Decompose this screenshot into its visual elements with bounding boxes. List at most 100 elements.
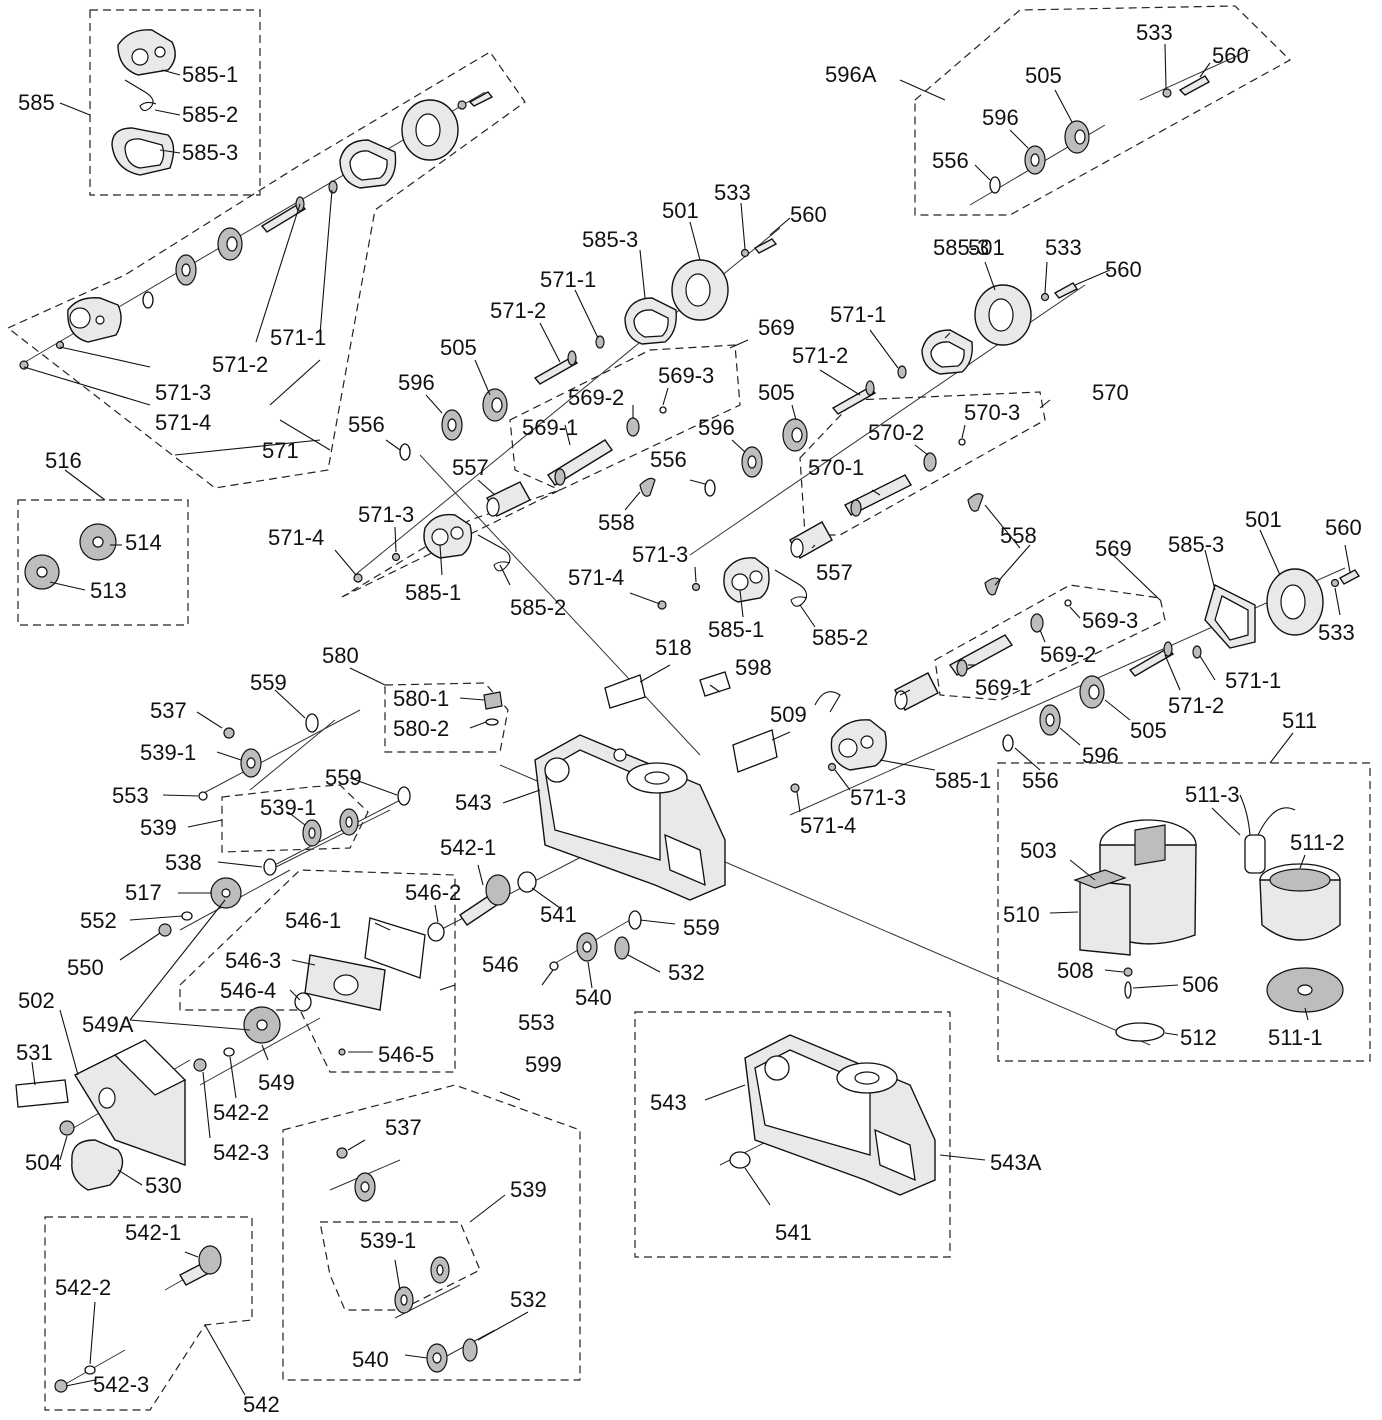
hub-505-596a-part <box>1064 120 1090 154</box>
cover-585-3-mid-part <box>921 329 973 375</box>
callout-546-3: 546-3 <box>225 948 281 973</box>
shaft-571-2-upper-left-part <box>260 202 307 233</box>
group-599-box <box>282 1084 581 1381</box>
group-516-box <box>17 499 189 626</box>
sticker-531-part <box>15 1079 69 1108</box>
callout-580-2: 580-2 <box>393 716 449 741</box>
group-580-box <box>384 682 509 753</box>
callout-580-1: 580-1 <box>393 686 449 711</box>
callout-596-ml: 596 <box>398 370 435 395</box>
callout-569-lower: 569 <box>1095 536 1132 561</box>
shaft-571-2-mid-left-part <box>533 356 579 385</box>
circlip-559-lower-part <box>628 910 642 930</box>
key-537-599-part <box>336 1147 348 1159</box>
callout-571-4-ul: 571-4 <box>155 410 211 435</box>
oring-512-part <box>1115 1022 1165 1042</box>
callout-549a: 549A <box>82 1012 134 1037</box>
callout-571-1-a: 571-1 <box>540 267 596 292</box>
callout-546: 546 <box>482 952 519 977</box>
clip-569-3-upper-part <box>659 406 667 414</box>
sleeve-557-mid-part <box>789 521 833 559</box>
hub-505-mid-left-part <box>482 388 508 422</box>
nut-571-4-lower-part <box>790 783 800 793</box>
callout-570-3: 570-3 <box>964 400 1020 425</box>
callout-553-b: 553 <box>518 1010 555 1035</box>
callout-585-2-m: 585-2 <box>812 625 868 650</box>
shaft-569-1-upper-part <box>547 439 613 486</box>
callout-506: 506 <box>1182 972 1219 997</box>
callout-585-3: 585-3 <box>182 140 238 165</box>
callout-532-b: 532 <box>510 1287 547 1312</box>
callout-596-596a: 596 <box>982 105 1019 130</box>
sprocket-539-2-boxed-part <box>339 808 359 836</box>
callout-560-a: 560 <box>790 202 827 227</box>
group-539-box <box>221 784 369 853</box>
callout-552: 552 <box>80 908 117 933</box>
callout-585-2-ml: 585-2 <box>510 595 566 620</box>
callout-569-2-upper: 569-2 <box>568 385 624 410</box>
hub-505-lower-part <box>1079 675 1105 709</box>
callout-571-1-m: 571-1 <box>830 302 886 327</box>
bolt-560-596a-part <box>1178 75 1211 96</box>
callout-542-3-a: 542-3 <box>213 1140 269 1165</box>
callout-516: 516 <box>45 448 82 473</box>
motor-511-part <box>1073 819 1197 956</box>
nut-571-4-mid-part <box>657 600 667 610</box>
callout-571-4-m: 571-4 <box>568 565 624 590</box>
group-546-box <box>179 869 456 1073</box>
fan-cover-511-2-part <box>1259 863 1341 941</box>
callout-546-5: 546-5 <box>378 1042 434 1067</box>
callout-598: 598 <box>735 655 772 680</box>
sprocket-532-599-part <box>462 1338 478 1362</box>
callout-585-3-b: 585-3 <box>933 235 989 260</box>
washer-533-mid-part <box>1040 292 1050 302</box>
callout-542-1-a: 542-1 <box>440 835 496 860</box>
callout-571-3-l: 571-3 <box>850 785 906 810</box>
key-558-right-lower-part <box>984 577 1001 596</box>
callout-539-a: 539 <box>140 815 177 840</box>
sticker-509-part <box>732 729 778 773</box>
sprocket-540-part <box>576 932 598 962</box>
gear-514-part <box>79 523 117 561</box>
bracket-585-1-mid-left-part <box>423 513 473 559</box>
callout-569-2-lower: 569-2 <box>1040 642 1096 667</box>
callout-505-ml: 505 <box>440 335 477 360</box>
callout-501-b: 501 <box>968 235 1005 260</box>
fan-511-1-part <box>1266 967 1344 1013</box>
callout-585-1-l: 585-1 <box>935 768 991 793</box>
roller-501-mid-left-part <box>671 259 729 321</box>
key-558-right-upper-part <box>967 493 984 512</box>
bracket-585-1-lower-part <box>830 719 887 771</box>
callout-557-m: 557 <box>816 560 853 585</box>
sleeve-557-mid-left-part <box>486 481 531 517</box>
ring-556-596a-part <box>989 176 1001 194</box>
callout-550: 550 <box>67 955 104 980</box>
shaft-571-2-lower-part <box>1128 647 1175 677</box>
leader-lines <box>23 43 1351 1396</box>
callout-560-b: 560 <box>1105 257 1142 282</box>
group-543a-box <box>634 1011 951 1258</box>
ring-556-upper-left-part <box>142 291 154 309</box>
cover-plate-546-3-part <box>304 954 386 1011</box>
nut-571-4-mid-left-part <box>353 573 363 583</box>
shaft-542-1-part <box>459 874 511 926</box>
bushing-546-2-part <box>427 922 445 942</box>
callout-596a: 596A <box>825 62 877 87</box>
callout-511-1: 511-1 <box>1268 1025 1323 1050</box>
sticker-518-part <box>604 674 646 709</box>
sprocket-539-1-part <box>240 748 262 778</box>
callout-585-2: 585-2 <box>182 102 238 127</box>
ring-556-mid-left-part <box>399 443 411 461</box>
washer-571-3-mid-part <box>691 582 701 592</box>
knob-504-part <box>59 1120 75 1136</box>
ring-556-lower-part <box>1002 734 1014 752</box>
callout-599: 599 <box>525 1052 562 1077</box>
sprocket-596-596a-part <box>1024 145 1046 175</box>
callout-542: 542 <box>243 1392 280 1417</box>
callout-533-a: 533 <box>714 180 751 205</box>
callout-558-r: 558 <box>1000 523 1037 548</box>
callout-539-1-c: 539-1 <box>360 1228 416 1253</box>
callout-505-m: 505 <box>758 380 795 405</box>
bracket-585-1-part <box>117 29 176 76</box>
